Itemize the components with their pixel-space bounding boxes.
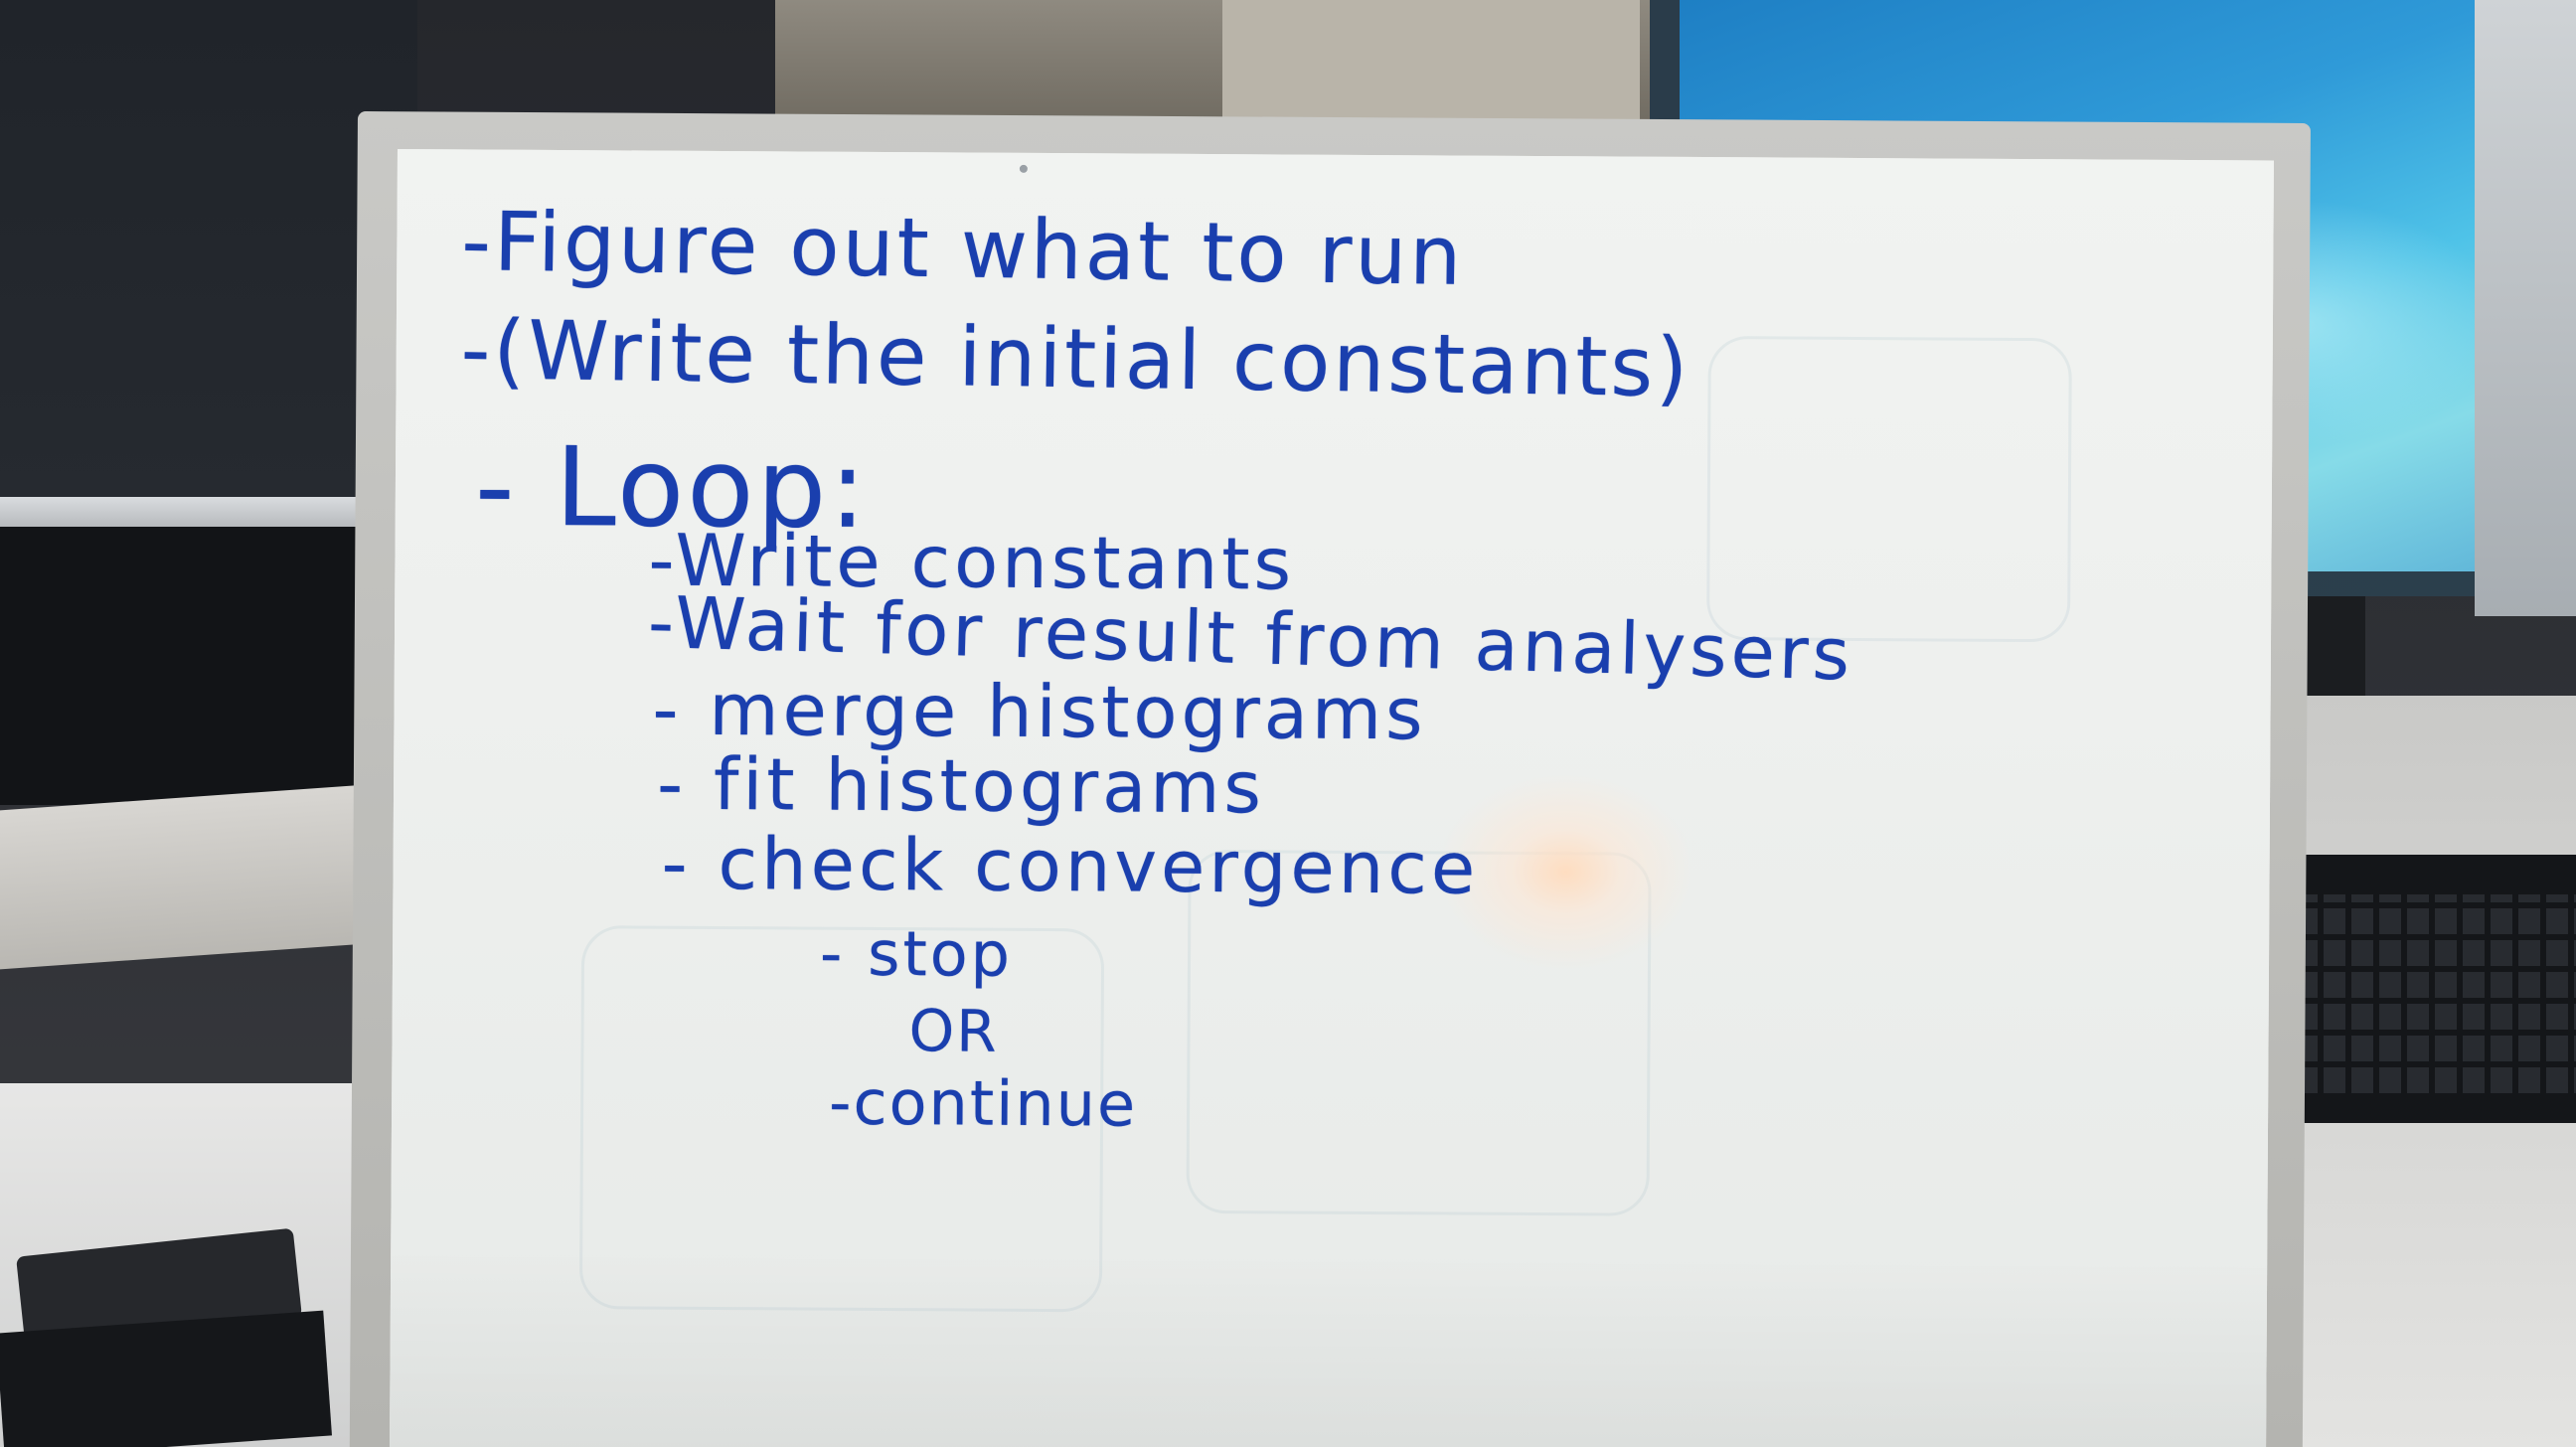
note-line-continue: -continue [828,1065,1138,1141]
background-monitor-left-bezel [0,497,417,527]
note-line-or: OR [908,997,999,1065]
background-panel [1222,0,1640,129]
background-monitor-far-right [2475,0,2576,616]
keyboard-right-keys [2296,894,2576,1093]
note-line-figure-out: -Figure out what to run [460,194,1465,304]
keyboard-left [0,1310,332,1447]
whiteboard: -Figure out what to run -(Write the init… [390,149,2274,1447]
note-line-stop: - stop [819,916,1014,991]
handwritten-notes: -Figure out what to run -(Write the init… [390,149,2274,1447]
note-line-check: - check convergence [661,821,1480,910]
background-monitor-left-stand [0,527,358,805]
note-line-write-initial: -(Write the initial constants) [460,302,1691,416]
note-line-fit: - fit histograms [656,741,1266,830]
background-monitor-left [0,0,417,517]
